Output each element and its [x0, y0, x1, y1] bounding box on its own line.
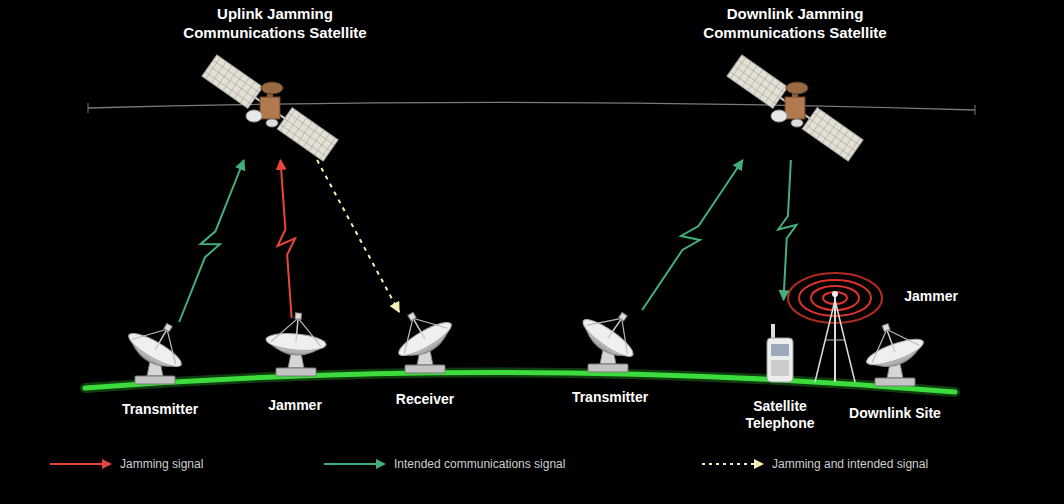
station-node: Downlink Site	[835, 328, 955, 422]
station-label: Transmitter	[572, 389, 648, 406]
satellite-node: Downlink Jamming Communications Satellit…	[690, 4, 900, 160]
station-label: Downlink Site	[849, 405, 941, 422]
legend-item: Intended communications signal	[322, 457, 565, 471]
legend-text: Jamming signal	[120, 457, 203, 471]
station-node: Satellite Telephone	[732, 300, 828, 432]
station-label: Satellite Telephone	[732, 398, 828, 432]
station-node: Receiver	[370, 312, 480, 408]
orbit-line	[88, 102, 975, 115]
jammer-tower	[788, 273, 882, 382]
station-node: Transmitter	[100, 322, 220, 418]
station-label: Receiver	[396, 391, 454, 408]
legend-item: Jamming signal	[48, 457, 203, 471]
station-node: Jammer	[790, 268, 962, 380]
station-label: Jammer	[904, 288, 958, 305]
received-signal	[317, 160, 399, 312]
satellite-title: Uplink Jamming Communications Satellite	[175, 4, 375, 42]
communications-signal	[179, 160, 244, 322]
satellite-title: Downlink Jamming Communications Satellit…	[695, 4, 895, 42]
station-label: Jammer	[268, 397, 322, 414]
legend-sample	[48, 457, 114, 471]
legend-text: Jamming and intended signal	[772, 457, 928, 471]
communications-signal	[642, 160, 743, 310]
jamming-signal	[278, 160, 296, 318]
station-node: Transmitter	[550, 310, 670, 406]
ground-line	[85, 372, 955, 392]
legend-text: Intended communications signal	[394, 457, 565, 471]
satellite-icon	[202, 55, 863, 161]
legend-item: Jamming and intended signal	[700, 457, 928, 471]
station-node: Jammer	[240, 318, 350, 414]
satellite-phone	[767, 324, 793, 382]
satellite-node: Uplink Jamming Communications Satellite	[170, 4, 380, 160]
communications-signal	[778, 160, 796, 300]
legend-sample	[700, 457, 766, 471]
station-label: Transmitter	[122, 401, 198, 418]
legend-sample	[322, 457, 388, 471]
